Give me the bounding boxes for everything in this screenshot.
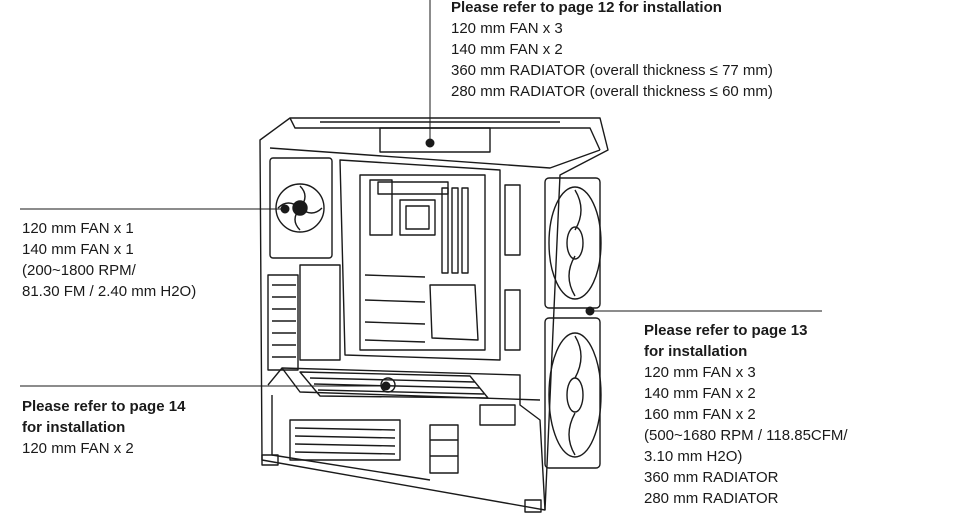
leader-dot-rear: [280, 204, 290, 214]
callout-front-line: 3.10 mm H2O): [644, 448, 743, 465]
callout-rear-line: 120 mm FAN x 1: [22, 220, 134, 237]
callout-front-line: 280 mm RADIATOR: [644, 490, 779, 507]
leader-dot-bottom: [381, 381, 391, 391]
callout-top-heading: Please refer to page 12 for installation: [451, 0, 722, 16]
callout-bottom: Please refer to page 14 for installation…: [22, 396, 185, 459]
callout-rear-line: (200~1800 RPM/: [22, 262, 136, 279]
callout-front-line: 160 mm FAN x 2: [644, 406, 756, 423]
callout-top: Please refer to page 12 for installation…: [451, 0, 773, 102]
callout-top-line: 280 mm RADIATOR (overall thickness ≤ 60 …: [451, 83, 773, 100]
callout-rear: 120 mm FAN x 1 140 mm FAN x 1 (200~1800 …: [22, 218, 196, 302]
expansion-slots: [267, 264, 341, 371]
callout-front-heading: for installation: [644, 343, 748, 360]
callout-rear-line: 81.30 FM / 2.40 mm H2O): [22, 283, 197, 300]
front-fan-top: [544, 177, 602, 309]
callout-bottom-line: 120 mm FAN x 2: [22, 440, 134, 457]
callout-bottom-heading: for installation: [22, 419, 126, 436]
callout-top-line: 360 mm RADIATOR (overall thickness ≤ 77 …: [451, 62, 773, 79]
bottom-fan-grille: [299, 371, 489, 399]
callout-rear-line: 140 mm FAN x 1: [22, 241, 134, 258]
rear-fan: [269, 157, 333, 259]
callout-front-line: 140 mm FAN x 2: [644, 385, 756, 402]
callout-top-line: 120 mm FAN x 3: [451, 20, 563, 37]
leader-dot-front: [585, 306, 595, 316]
callout-front-line: 360 mm RADIATOR: [644, 469, 779, 486]
front-fan-bottom: [544, 317, 602, 469]
callout-front-heading: Please refer to page 13: [644, 322, 808, 339]
callout-top-line: 140 mm FAN x 2: [451, 41, 563, 58]
case-outline: [259, 117, 609, 511]
callout-front: Please refer to page 13 for installation…: [644, 320, 848, 509]
callout-bottom-heading: Please refer to page 14: [22, 398, 186, 415]
callout-front-line: 120 mm FAN x 3: [644, 364, 756, 381]
leader-dot-top: [425, 138, 435, 148]
callout-front-line: (500~1680 RPM / 118.85CFM/: [644, 427, 848, 444]
